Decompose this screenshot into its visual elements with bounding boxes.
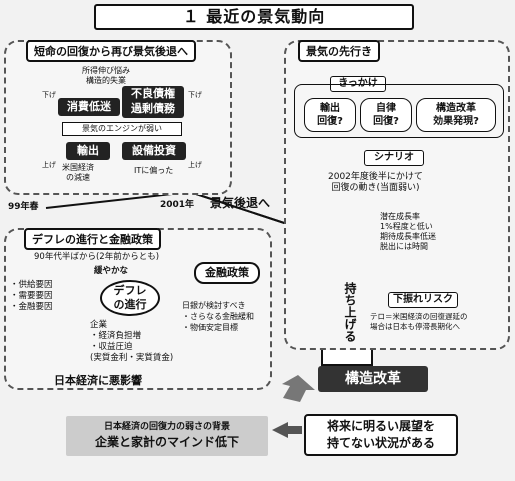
up-label-right: 上げ bbox=[188, 161, 202, 169]
export-box: 輸出 bbox=[66, 142, 110, 160]
impact-note: 日本経済に悪影響 bbox=[54, 374, 142, 387]
timeline-recession: 景気後退へ bbox=[210, 196, 271, 210]
growth-note: 潜在成長率 1%程度と低い 期待成長率低迷 脱出には時間 bbox=[380, 212, 436, 251]
capex-box: 設備投資 bbox=[122, 142, 186, 160]
capex-note: ITに偏った bbox=[134, 166, 174, 175]
trigger-frame bbox=[294, 84, 504, 138]
down-label-left: 下げ bbox=[42, 91, 56, 99]
lift-label: 持ち上げる bbox=[343, 282, 357, 342]
down-left-arrow bbox=[282, 375, 315, 402]
outlook-panel bbox=[284, 40, 510, 350]
mindset-box: 日本経済の回復力の弱さの背景 企業と家計のマインド低下 bbox=[66, 416, 268, 456]
period-note: 90年代半ばから(2年前からとも) bbox=[34, 252, 160, 262]
outlook-box: 将来に明るい展望を 持てない状況がある bbox=[304, 414, 458, 456]
bubble-export-recovery: 輸出 回復? bbox=[304, 98, 356, 132]
scenario-label: シナリオ bbox=[364, 150, 424, 166]
policy-box: 金融政策 bbox=[194, 262, 260, 284]
structural-reform-box: 構造改革 bbox=[318, 366, 428, 392]
bubble-self-recovery: 自律 回復? bbox=[360, 98, 412, 132]
down-label-right: 下げ bbox=[188, 91, 202, 99]
policy-notes: 日銀が検討すべき ・さらなる金融緩和 ・物価安定目標 bbox=[182, 301, 254, 332]
scenario-text: 2002年度後半にかけて 回復の動き(当面弱い) bbox=[328, 172, 423, 193]
corp-effects: 企業 ・経済負担増 ・収益圧迫 (実質金利・実質賃金) bbox=[90, 320, 174, 363]
bubble-reform-effect: 構造改革 効果発現? bbox=[416, 98, 496, 132]
export-note: 米国経済 の減速 bbox=[62, 163, 94, 182]
page-title: １ 最近の景気動向 bbox=[94, 4, 414, 30]
outlook-heading: 景気の先行き bbox=[298, 40, 380, 62]
right-arrow bbox=[272, 422, 302, 438]
recession-panel bbox=[4, 40, 232, 195]
up-label-left: 上げ bbox=[42, 161, 56, 169]
engine-label: 景気のエンジンが弱い bbox=[62, 122, 182, 136]
deflation-heading: デフレの進行と金融政策 bbox=[24, 228, 161, 250]
income-note: 所得伸び悩み 構造的失業 bbox=[82, 66, 130, 85]
mild-note: 緩やかな bbox=[94, 266, 129, 276]
downside-risk-label: 下振れリスク bbox=[388, 292, 458, 308]
recession-heading: 短命の回復から再び景気後退へ bbox=[26, 40, 196, 62]
timeline-mid: 2001年 bbox=[160, 200, 195, 210]
consumption-box: 消費低迷 bbox=[58, 98, 120, 116]
factors-list: ・供給要因 ・需要要因 ・金融要因 bbox=[10, 280, 53, 312]
risk-text: テロ＝米国経済の回復遅延の 場合は日本も停滞長期化へ bbox=[370, 312, 468, 331]
deflation-circle: デフレ の進行 bbox=[100, 280, 160, 316]
debt-box: 不良債権 過剰債務 bbox=[122, 86, 184, 118]
timeline-start: 99年春 bbox=[8, 202, 39, 212]
